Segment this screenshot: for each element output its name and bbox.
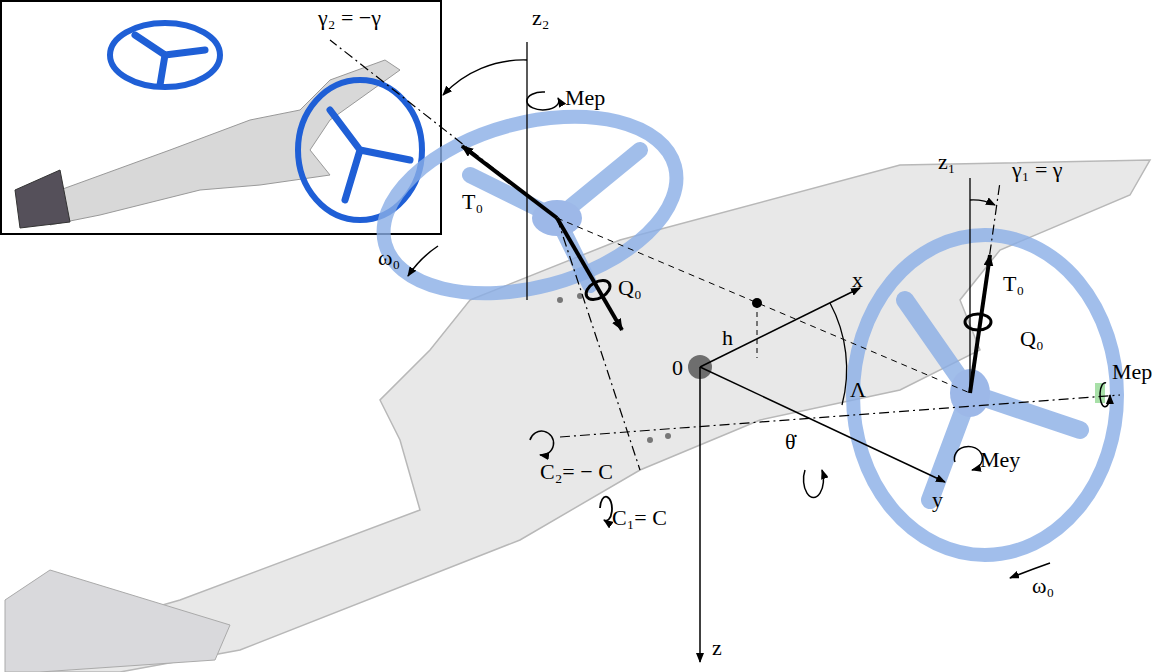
- symbol-label: γ₁ = γ: [1012, 158, 1063, 182]
- symbol-label: z₁: [938, 150, 955, 174]
- symbol-label: C₁= C: [612, 506, 667, 530]
- symbol-label: z: [712, 636, 722, 660]
- thrust-axis: [970, 182, 1000, 393]
- torque-symbol: [583, 277, 614, 304]
- mount-hole: [665, 433, 671, 439]
- moment-symbol: [954, 446, 982, 470]
- z1-axis: [969, 178, 970, 393]
- symbol-label: y: [932, 488, 943, 512]
- y-axis: [700, 367, 945, 482]
- moment-symbol: [530, 431, 554, 455]
- airframe-plate: [40, 160, 1150, 672]
- midpoint-dot: [752, 298, 762, 308]
- thrust-axis: [330, 40, 557, 218]
- tail-fin: [5, 570, 230, 672]
- symbol-label: γ₂ = −γ: [318, 6, 381, 30]
- symbol-label: z₂: [532, 6, 549, 30]
- symbol-label: h: [722, 326, 733, 350]
- symbol-label: Q₀: [618, 276, 642, 300]
- symbol-label: θ̇: [785, 430, 796, 454]
- offset-h: [757, 303, 758, 358]
- symbol-label: Mey: [980, 448, 1020, 472]
- symbol-label: T₀: [462, 190, 483, 214]
- rotor-duct: [853, 235, 1117, 555]
- moment-symbol: [527, 92, 559, 110]
- tilt-angle-arc: [970, 200, 995, 205]
- inset-frame: [1, 1, 441, 234]
- symbol-label: ω₀: [378, 246, 400, 270]
- tilt-angle-arc: [443, 60, 527, 95]
- symbol-label: 0: [672, 356, 683, 380]
- rotor-centre-line: [557, 218, 970, 393]
- moment-symbol: [600, 497, 612, 521]
- symbol-label: x: [852, 268, 863, 292]
- inset-blades: [135, 35, 410, 200]
- symbol-label: Λ: [850, 378, 866, 402]
- symbol-label: Mep: [565, 86, 605, 110]
- z2-axis: [526, 42, 527, 300]
- inset-fin: [15, 170, 70, 228]
- thrust-arrow: [462, 146, 557, 218]
- thrust-arrow: [557, 218, 622, 330]
- thrust-arrow: [970, 255, 990, 393]
- mount-hole: [557, 297, 563, 303]
- mount-hole: [647, 437, 653, 443]
- rotation-arrow: [408, 246, 438, 276]
- symbol-label: ω₀: [1032, 574, 1054, 598]
- sweep-angle-arc: [830, 303, 847, 405]
- rotation-arrow: [804, 470, 824, 497]
- rotor-duct: [364, 87, 696, 323]
- torque-symbol: [965, 314, 991, 330]
- rotor-arm-axis: [560, 395, 1120, 437]
- symbol-label: C₂= − C: [540, 460, 613, 484]
- symbol-label: Mep: [1112, 360, 1152, 384]
- moment-symbol: [1100, 383, 1110, 407]
- symbol-label: T₀: [1003, 272, 1024, 296]
- x-axis: [700, 288, 860, 367]
- symbol-label: Q₀: [1020, 327, 1044, 351]
- z-axis: [699, 367, 701, 662]
